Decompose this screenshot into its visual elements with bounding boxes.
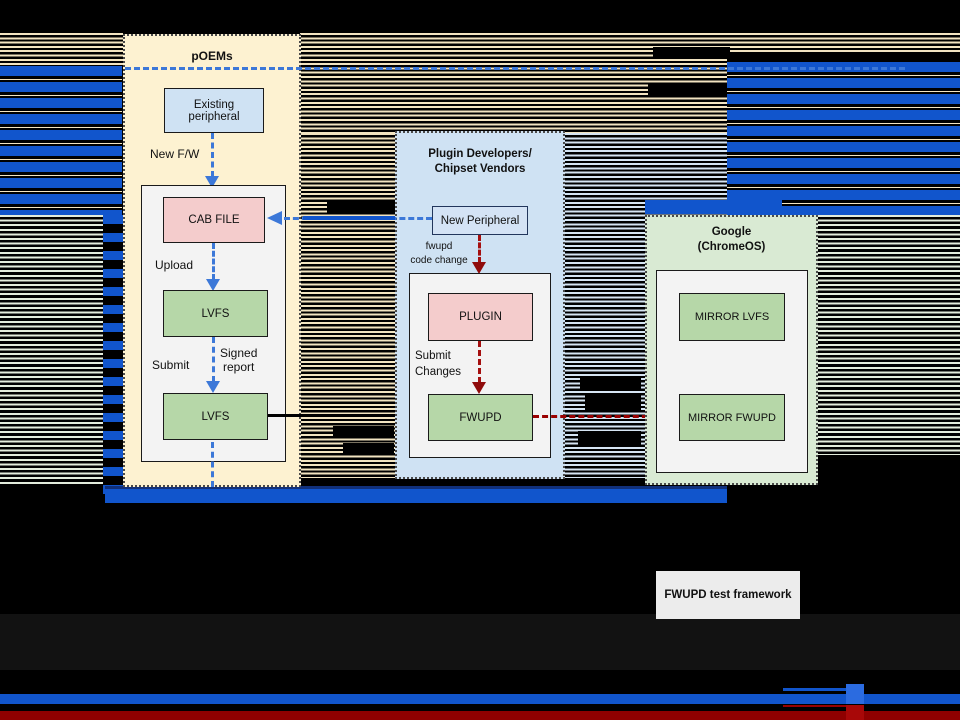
redacted-bar	[327, 200, 395, 214]
arrow-codechange-line	[478, 235, 481, 263]
arrow-lvfs-fwupd-line	[268, 414, 416, 417]
arrow-newfw-line	[211, 133, 214, 177]
mirror-fwupd-node: MIRROR FWUPD	[679, 394, 785, 441]
arrow-upload-line	[212, 243, 215, 280]
dark-gray-band-bottom	[0, 614, 960, 670]
signed-report-label: Signed report	[220, 346, 258, 374]
blue-dash-column-left	[103, 215, 124, 503]
arrow-codechange-head	[472, 262, 486, 274]
plugin-node: PLUGIN	[428, 293, 533, 341]
arrow-submitchanges-line	[478, 341, 481, 383]
upload-label: Upload	[155, 258, 194, 272]
legend-red-band	[0, 711, 960, 720]
redacted-bar	[580, 377, 641, 390]
stripe-band-tan-top-right	[727, 33, 960, 53]
stripe-band-blue-left	[0, 66, 122, 215]
arrow-fwupd-mirror-line	[533, 415, 666, 418]
fwupd-code-change-label: fwupd code change	[410, 241, 468, 266]
arrow-upload-head	[206, 279, 220, 291]
redacted-bar	[333, 426, 394, 438]
submit-label: Submit	[152, 358, 190, 372]
redacted-bar	[343, 443, 394, 455]
legend-red-square	[846, 705, 864, 720]
arrow-submit-line	[212, 337, 215, 382]
stripe-band-green-right	[818, 215, 960, 455]
blue-dashed-tail	[211, 442, 214, 487]
stripe-band-lightblue-col	[565, 133, 645, 478]
google-title: Google (ChromeOS)	[697, 226, 766, 253]
stripe-band-blue-right	[727, 62, 960, 215]
redacted-bar	[648, 83, 727, 95]
lvfs-bottom-node: LVFS	[163, 393, 268, 440]
fwupd-test-framework-box: FWUPD test framework	[656, 571, 800, 619]
plugin-devs-title: Plugin Developers/ Chipset Vendors	[428, 148, 532, 175]
arrow-newperiph-cab-artifact	[303, 216, 395, 220]
mirror-lvfs-node: MIRROR LVFS	[679, 293, 785, 341]
blue-dashed-divider	[125, 67, 905, 70]
stripe-band-tan-mid-col	[300, 133, 395, 478]
arrow-submitchanges-head	[472, 382, 486, 394]
legend-red-line	[783, 705, 846, 707]
arrow-submit-head	[206, 381, 220, 393]
redacted-bar	[653, 47, 730, 58]
submit-changes-label: Submit Changes	[415, 350, 462, 378]
stripe-band-green-left	[0, 215, 103, 485]
arrow-newperiph-cab-head	[267, 211, 282, 225]
redacted-bar	[585, 395, 641, 410]
blue-band-mid-bottom	[105, 486, 727, 503]
blue-band-above-google	[645, 200, 782, 214]
cab-file-node: CAB FILE	[163, 197, 265, 243]
new-peripheral-node: New Peripheral	[432, 206, 528, 235]
legend-blue-band	[0, 694, 960, 704]
stripe-band-tan-top-left	[0, 33, 123, 66]
legend-blue-square	[846, 684, 864, 704]
new-fw-label: New F/W	[150, 147, 200, 161]
lvfs-top-node: LVFS	[163, 290, 268, 337]
legend-blue-line	[783, 688, 846, 691]
redacted-bar	[578, 431, 641, 446]
existing-peripheral-node: Existing peripheral	[164, 88, 264, 133]
fwupd-node: FWUPD	[428, 394, 533, 441]
poems-title: pOEMs	[191, 49, 233, 63]
